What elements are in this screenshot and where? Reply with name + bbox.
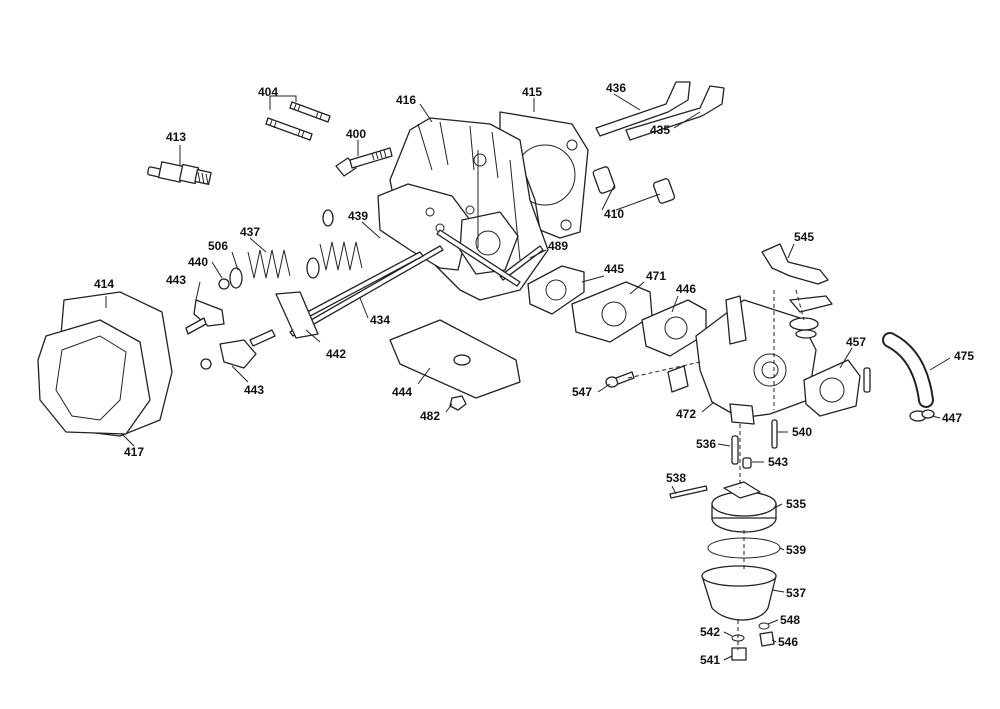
- callout-445: 445: [604, 262, 624, 276]
- callout-404: 404: [258, 85, 278, 99]
- callout-545: 545: [794, 230, 814, 244]
- callout-540: 540: [792, 425, 812, 439]
- callout-443-lower: 443: [244, 383, 264, 397]
- callout-447: 447: [942, 411, 962, 425]
- float: [711, 481, 777, 533]
- callout-537: 537: [786, 586, 806, 600]
- callout-547: 547: [572, 385, 592, 399]
- screw: [605, 371, 635, 388]
- carburetor: [667, 295, 817, 425]
- callout-535: 535: [786, 497, 806, 511]
- callout-413: 413: [166, 130, 186, 144]
- callout-542: 542: [700, 625, 720, 639]
- callout-543: 543: [768, 455, 788, 469]
- callout-410: 410: [604, 207, 624, 221]
- callout-548: 548: [780, 613, 800, 627]
- callout-414: 414: [94, 277, 114, 291]
- callout-457: 457: [846, 335, 866, 349]
- push-rods: [275, 245, 444, 339]
- callout-417: 417: [124, 445, 144, 459]
- air-filter-gasket: [803, 359, 871, 417]
- valves: [595, 81, 725, 141]
- callout-506: 506: [208, 239, 228, 253]
- bolt: [335, 147, 393, 177]
- breather-hose: [882, 332, 934, 408]
- idle-screw: [771, 419, 778, 449]
- callout-482: 482: [420, 409, 440, 423]
- float-bowl: [701, 565, 777, 621]
- callout-539: 539: [786, 543, 806, 557]
- callout-400: 400: [346, 127, 366, 141]
- callout-546: 546: [778, 635, 798, 649]
- callout-541: 541: [700, 653, 720, 667]
- assembly-lines: [627, 289, 805, 650]
- callout-446: 446: [676, 282, 696, 296]
- bowl-screw: [731, 647, 747, 661]
- air-baffle: [389, 319, 521, 399]
- valve-guides: [592, 166, 676, 204]
- spark-plug: [147, 161, 212, 185]
- callout-labels: 413 404 400 416 415 436 435 410 437 439 …: [94, 81, 974, 667]
- hose-clamp: [909, 409, 935, 422]
- callout-443-upper: 443: [166, 273, 186, 287]
- callout-471: 471: [646, 269, 666, 283]
- callout-439: 439: [348, 209, 368, 223]
- studs: [265, 101, 331, 141]
- callout-416: 416: [396, 93, 416, 107]
- keeper: [218, 278, 230, 290]
- float-pin: [669, 485, 708, 499]
- leader-lines: [105, 93, 951, 661]
- callout-475: 475: [954, 349, 974, 363]
- callout-472: 472: [676, 407, 696, 421]
- main-jet: [731, 435, 739, 465]
- callout-536: 536: [696, 437, 716, 451]
- drain-o-ring: [758, 622, 770, 630]
- callout-434: 434: [370, 313, 390, 327]
- drain-screw: [759, 631, 775, 647]
- rocker-arms: [185, 299, 276, 370]
- nut: [449, 395, 467, 411]
- callout-415: 415: [522, 85, 542, 99]
- intake-gasket: [527, 265, 585, 315]
- valve-cover: [37, 291, 173, 437]
- callout-440: 440: [188, 255, 208, 269]
- jet: [742, 457, 752, 469]
- callout-436: 436: [606, 81, 626, 95]
- callout-538: 538: [666, 471, 686, 485]
- choke-lever: [761, 243, 833, 339]
- callout-437: 437: [240, 225, 260, 239]
- callout-444: 444: [392, 385, 412, 399]
- valve-springs: [229, 209, 363, 289]
- callout-442: 442: [326, 347, 346, 361]
- stud: [436, 229, 544, 287]
- callout-435: 435: [650, 123, 670, 137]
- callout-489: 489: [548, 239, 568, 253]
